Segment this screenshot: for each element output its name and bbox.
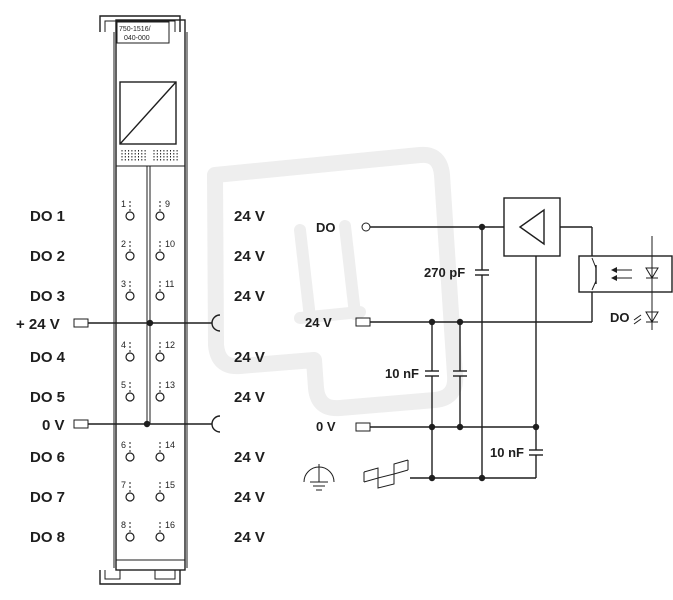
zero-v-label: 0 V [42, 417, 65, 434]
converter-symbol [119, 81, 177, 145]
terminal-6: 6 [121, 440, 135, 462]
plus-24v-label: + 24 V [16, 316, 60, 333]
channel-voltage-1: 24 V [234, 208, 265, 225]
terminal-number: 10 [165, 239, 175, 249]
cap-270pf-label: 270 pF [424, 265, 465, 280]
terminal-number: 8 [121, 520, 126, 530]
terminal-4: 4 [121, 340, 135, 362]
terminal-number: 15 [165, 480, 175, 490]
terminal-10: 10 [155, 239, 175, 261]
terminal-number: 7 [121, 480, 126, 490]
terminal-13: 13 [155, 380, 175, 402]
channel-label-do7: DO 7 [30, 489, 65, 506]
terminal-1: 1 [121, 199, 135, 221]
terminal-number: 11 [165, 279, 174, 289]
channel-voltage-3: 24 V [234, 288, 265, 305]
module-body: 750-1516/ 040-000 [99, 15, 188, 585]
plus-24v-rail: + 24 V [16, 314, 221, 333]
channel-voltage-6: 24 V [234, 449, 265, 466]
terminal-8: 8 [121, 520, 135, 542]
terminal-7: 7 [121, 480, 135, 502]
circuit-do-label: DO [316, 220, 336, 235]
channel-voltage-4: 24 V [234, 349, 265, 366]
cap-10nf-label-b: 10 nF [490, 445, 524, 460]
terminal-number: 14 [165, 440, 175, 450]
channel-label-do6: DO 6 [30, 449, 65, 466]
channel-voltage-8: 24 V [234, 529, 265, 546]
terminal-number: 9 [165, 199, 170, 209]
terminal-14: 14 [155, 440, 175, 462]
ground-icon [303, 464, 335, 491]
terminal-2: 2 [121, 239, 135, 261]
cap-10nf-label-a: 10 nF [385, 366, 419, 381]
channel-labels: DO 1 DO 2 DO 3 DO 4 DO 5 DO 6 DO 7 DO 8 … [30, 208, 265, 546]
terminal-9: 9 [155, 199, 170, 221]
part-number-line2: 040-000 [124, 35, 150, 42]
bus-contacts [121, 150, 178, 162]
din-rail-icon [363, 459, 409, 489]
channel-voltage-5: 24 V [234, 389, 265, 406]
terminal-number: 5 [121, 380, 126, 390]
led-icon: DO [610, 300, 659, 330]
terminal-3: 3 [121, 279, 135, 301]
zero-v-rail: 0 V [42, 415, 221, 434]
channel-label-do2: DO 2 [30, 248, 65, 265]
terminal-number: 1 [121, 199, 126, 209]
channel-voltage-7: 24 V [234, 489, 265, 506]
channel-label-do4: DO 4 [30, 349, 66, 366]
terminal-number: 3 [121, 279, 126, 289]
circuit-0v-label: 0 V [316, 419, 336, 434]
terminal-number: 4 [121, 340, 126, 350]
channel-label-do8: DO 8 [30, 529, 65, 546]
circuit-24v-label: 24 V [305, 315, 332, 330]
terminal-number: 2 [121, 239, 126, 249]
channel-label-do5: DO 5 [30, 389, 65, 406]
amplifier-icon [503, 197, 561, 257]
terminal-16: 16 [155, 520, 175, 542]
terminal-number: 12 [165, 340, 175, 350]
channel-label-do1: DO 1 [30, 208, 65, 225]
terminal-number: 13 [165, 380, 175, 390]
part-number-line1: 750-1516/ [119, 26, 151, 33]
terminal-5: 5 [121, 380, 135, 402]
optocoupler-icon [578, 236, 673, 300]
channel-label-do3: DO 3 [30, 288, 65, 305]
terminal-15: 15 [155, 480, 175, 502]
watermark [207, 146, 464, 417]
terminal-number: 6 [121, 440, 126, 450]
channel-voltage-2: 24 V [234, 248, 265, 265]
terminal-number: 16 [165, 520, 175, 530]
internal-circuit-schematic: DO DO [303, 197, 673, 491]
terminal-12: 12 [155, 340, 175, 362]
terminal-11: 11 [155, 279, 174, 301]
led-do-label: DO [610, 310, 630, 325]
terminal-group: 1 9 2 10 3 11 4 12 5 13 6 14 7 15 8 16 [121, 199, 175, 542]
